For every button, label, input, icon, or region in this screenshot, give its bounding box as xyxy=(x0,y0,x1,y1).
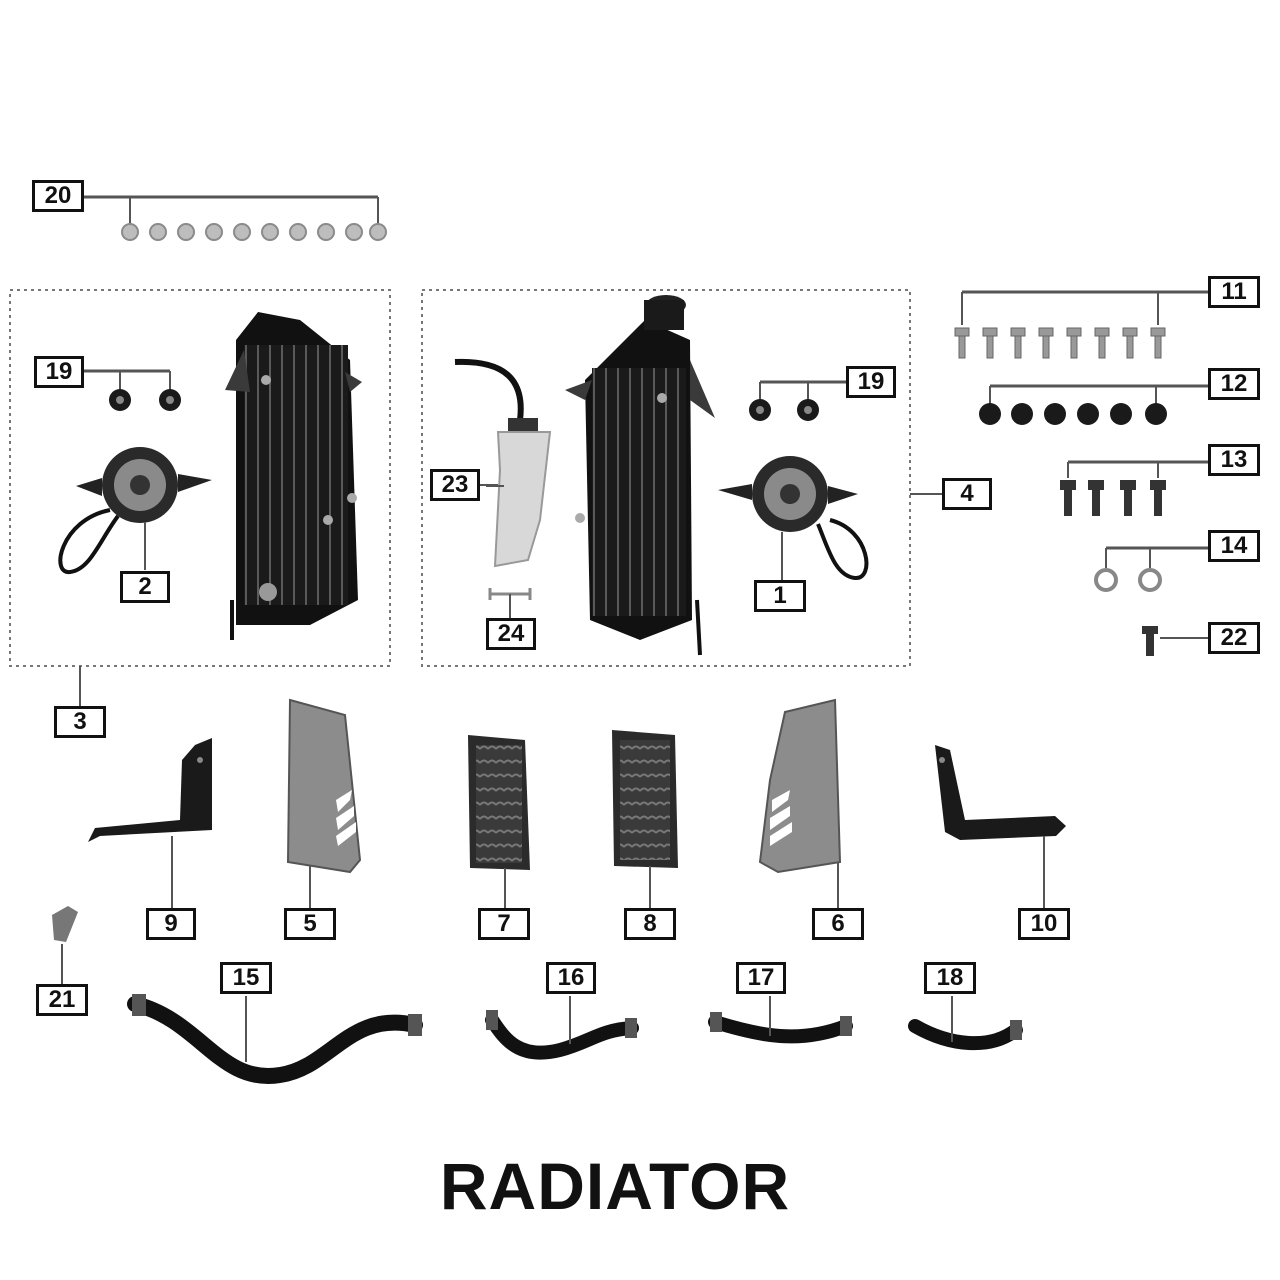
callout-24: 24 xyxy=(486,618,536,650)
callout-14: 14 xyxy=(1208,530,1260,562)
callout-1: 1 xyxy=(754,580,806,612)
nuts-12 xyxy=(979,384,1208,425)
bolts-11 xyxy=(954,290,1208,359)
callout-20: 20 xyxy=(32,180,84,212)
louver-7 xyxy=(468,735,530,908)
callout-21: 21 xyxy=(36,984,88,1016)
shroud-6 xyxy=(758,698,842,908)
cooling-fan-right xyxy=(718,456,869,580)
bolts-13 xyxy=(1060,460,1208,516)
grommets-right-19 xyxy=(749,380,846,421)
callout-18: 18 xyxy=(924,962,976,994)
callout-5: 5 xyxy=(284,908,336,940)
hose-cap-21 xyxy=(52,906,78,984)
hose-16 xyxy=(485,996,639,1060)
callout-10: 10 xyxy=(1018,908,1070,940)
hose-17 xyxy=(708,996,853,1044)
washers-14 xyxy=(1094,546,1208,592)
callout-22: 22 xyxy=(1208,622,1260,654)
callout-8: 8 xyxy=(624,908,676,940)
callout-17: 17 xyxy=(736,962,786,994)
left-assembly-group xyxy=(9,289,391,667)
callout-19-right: 19 xyxy=(846,366,896,398)
bracket-9 xyxy=(88,738,212,908)
callout-11: 11 xyxy=(1208,276,1260,308)
callout-6: 6 xyxy=(812,908,864,940)
clamp-24 xyxy=(488,588,532,618)
callout-12: 12 xyxy=(1208,368,1260,400)
callout-13: 13 xyxy=(1208,444,1260,476)
bracket-10 xyxy=(935,745,1066,908)
diagram-title: RADIATOR xyxy=(439,1149,791,1223)
radiator-right xyxy=(565,295,715,656)
right-assembly-group xyxy=(421,289,911,667)
callout-9: 9 xyxy=(146,908,196,940)
shroud-5 xyxy=(286,698,362,908)
cooling-fan-left xyxy=(58,447,212,574)
callout-3: 3 xyxy=(54,706,106,738)
radiator-left xyxy=(225,312,362,640)
callout-15: 15 xyxy=(220,962,272,994)
screw-22 xyxy=(1142,626,1208,656)
callout-16: 16 xyxy=(546,962,596,994)
callout-7: 7 xyxy=(478,908,530,940)
callout-23: 23 xyxy=(430,469,480,501)
louver-8 xyxy=(612,730,678,908)
callout-19-left: 19 xyxy=(34,356,84,388)
hose-15 xyxy=(127,994,423,1085)
coolant-reservoir xyxy=(454,358,552,568)
callout-4: 4 xyxy=(942,478,992,510)
grommets-left-19 xyxy=(84,369,181,411)
washer-set-20 xyxy=(84,195,387,241)
hose-18 xyxy=(908,996,1023,1051)
callout-2: 2 xyxy=(120,571,170,603)
